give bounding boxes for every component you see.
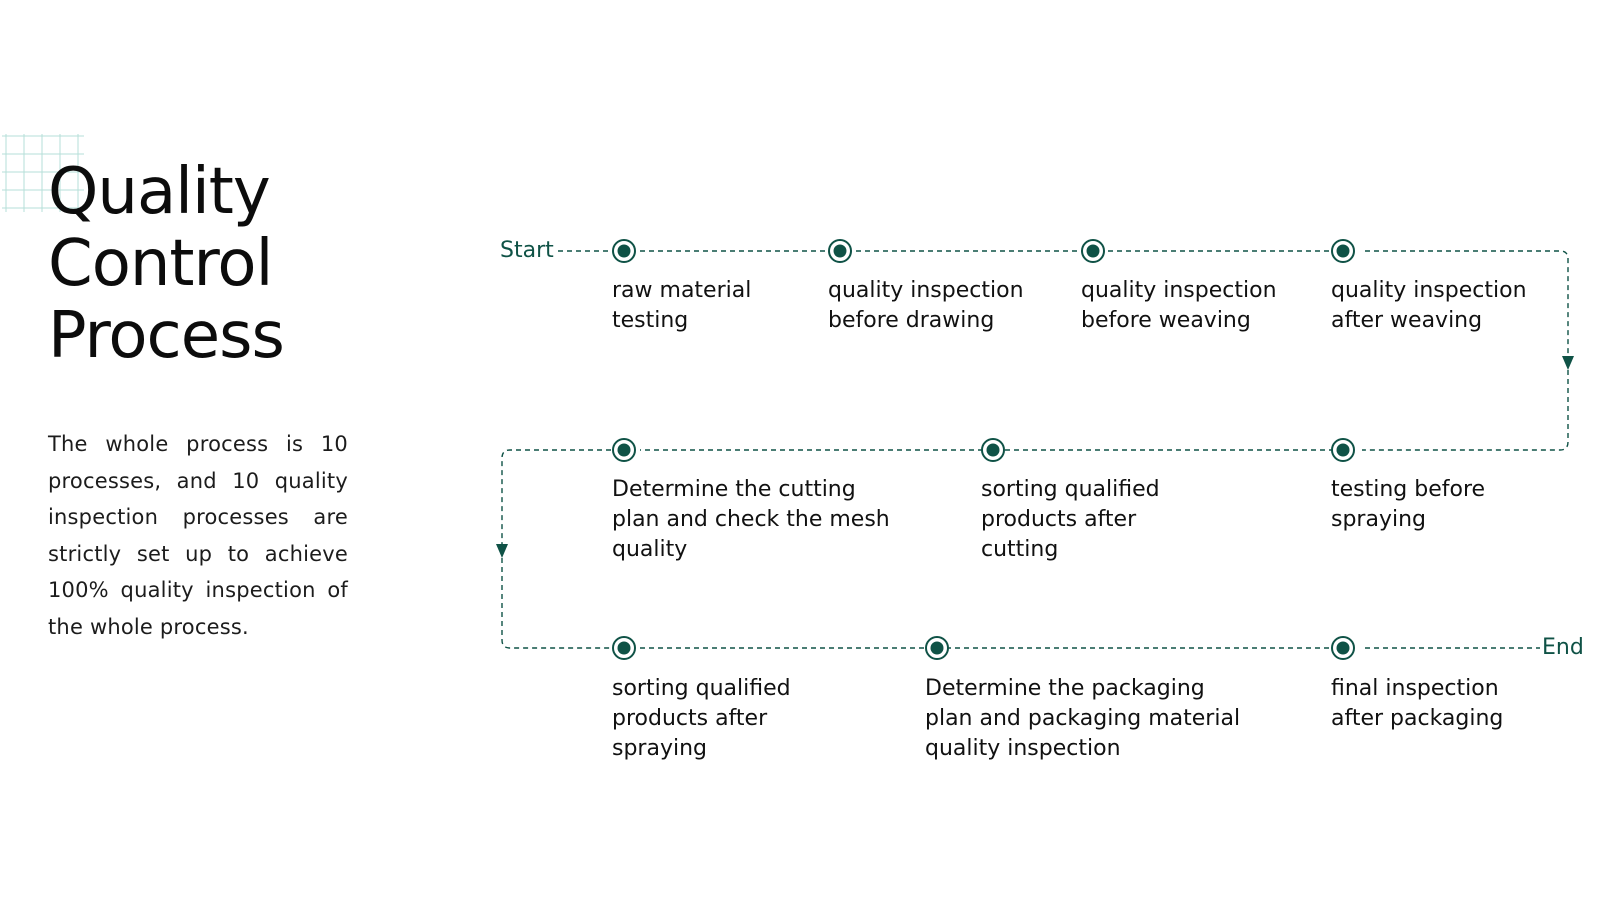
arrow-down-right-icon: [1562, 356, 1574, 370]
title-line-3: Process: [48, 299, 285, 373]
step-node-6-dot: [986, 443, 1000, 457]
step-node-8-dot: [617, 641, 631, 655]
flow-end-label: End: [1542, 635, 1584, 660]
connector-right-down: [1362, 370, 1569, 451]
step-node-4-dot: [1336, 244, 1350, 258]
title-line-1: Quality: [48, 155, 271, 229]
step-node-5-dot: [617, 443, 631, 457]
step-label-1: raw material testing: [612, 278, 752, 333]
connector-turn-left: [501, 449, 611, 548]
step-node-10-dot: [1336, 641, 1350, 655]
flow-start-label: Start: [500, 238, 554, 263]
grid-decoration: [2, 134, 84, 212]
connector-left-down: [501, 558, 611, 649]
step-node-7-dot: [1336, 443, 1350, 457]
step-label-3: quality inspection before weaving: [1081, 278, 1277, 333]
title-line-2: Control: [48, 227, 273, 301]
step-node-9-dot: [930, 641, 944, 655]
step-label-9: Determine the packaging plan and packagi…: [925, 676, 1241, 761]
connector-turn-right: [1365, 250, 1569, 360]
page-title: Quality Control Process: [48, 155, 285, 373]
step-node-2-dot: [833, 244, 847, 258]
step-label-7: testing before spraying: [1331, 477, 1486, 532]
step-label-8: sorting qualified products after sprayin…: [612, 676, 791, 761]
arrow-down-left-icon: [496, 544, 508, 558]
step-node-1-dot: [617, 244, 631, 258]
step-label-10: final inspection after packaging: [1331, 676, 1504, 731]
step-label-6: sorting qualified products after cutting: [981, 477, 1160, 562]
process-description: The whole process is 10 processes, and 1…: [48, 432, 348, 639]
step-label-4: quality inspection after weaving: [1331, 278, 1527, 333]
step-label-5: Determine the cutting plan and check the…: [612, 477, 890, 562]
step-node-3-dot: [1086, 244, 1100, 258]
step-label-2: quality inspection before drawing: [828, 278, 1024, 333]
